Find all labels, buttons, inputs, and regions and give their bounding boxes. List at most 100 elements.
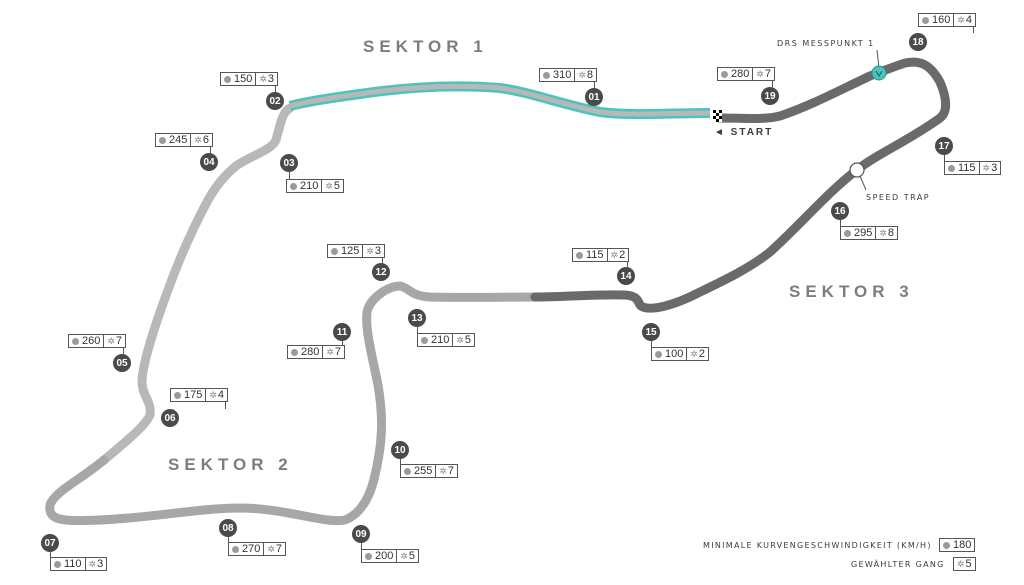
corner-connector bbox=[123, 347, 124, 354]
corner-gear: 7 bbox=[447, 465, 455, 477]
corner-speed: 115 bbox=[586, 249, 604, 261]
corner-19-info-box: 280 ✲7 bbox=[717, 67, 776, 81]
sector-3-label: SEKTOR 3 bbox=[789, 282, 914, 301]
gear-icon: ✲ bbox=[957, 558, 965, 569]
speed-dot-icon bbox=[721, 70, 728, 78]
corner-09-number: 09 bbox=[352, 525, 370, 543]
corner-14-info-box: 115 ✲2 bbox=[572, 248, 630, 262]
corner-07-info-box: 110 ✲3 bbox=[50, 557, 108, 571]
corner-gear: 4 bbox=[217, 389, 225, 401]
corner-01-number: 01 bbox=[585, 88, 603, 106]
corner-06-info-box: 175✲4 bbox=[170, 388, 229, 402]
corner-speed: 280 bbox=[731, 68, 750, 80]
corner-15-info-box: 100✲2 bbox=[651, 347, 710, 361]
corner-speed: 310 bbox=[553, 69, 572, 81]
speed-dot-icon bbox=[331, 247, 338, 255]
speed-trap-label: SPEED TRAP bbox=[866, 193, 931, 202]
corner-speed: 160 bbox=[932, 14, 951, 26]
legend-gear-text: GEWÄHLTER GANG bbox=[851, 560, 945, 569]
corner-gear: 5 bbox=[333, 180, 341, 192]
corner-17-info-box: 115 ✲3 bbox=[944, 161, 1002, 175]
speed-dot-icon bbox=[948, 164, 955, 172]
legend-gear-box: ✲5 bbox=[953, 557, 976, 571]
sector-2-label: SEKTOR 2 bbox=[168, 455, 293, 474]
corner-speed: 200 bbox=[375, 550, 394, 562]
track-sector2 bbox=[45, 281, 540, 526]
corner-gear: 7 bbox=[275, 543, 283, 555]
speed-dot-icon bbox=[576, 251, 583, 259]
corner-gear: 5 bbox=[408, 550, 416, 562]
corner-speed: 255 bbox=[414, 465, 433, 477]
corner-08-number: 08 bbox=[219, 519, 237, 537]
gear-icon: ✲ bbox=[456, 334, 464, 345]
speed-trap-icon bbox=[849, 162, 867, 191]
corner-gear: 3 bbox=[374, 245, 382, 257]
corner-speed: 115 bbox=[958, 162, 976, 174]
corner-connector bbox=[973, 26, 974, 33]
corner-gear: 8 bbox=[887, 227, 895, 239]
speed-dot-icon bbox=[844, 229, 851, 237]
track-sector1-lower bbox=[99, 103, 295, 465]
corner-12-info-box: 125✲3 bbox=[327, 244, 386, 258]
gear-icon: ✲ bbox=[610, 249, 619, 260]
legend-speed-value: 180 bbox=[953, 539, 972, 551]
speed-dot-icon bbox=[404, 467, 411, 475]
speed-dot-icon bbox=[290, 182, 297, 190]
corner-connector bbox=[594, 81, 595, 88]
legend-speed-box: 180 bbox=[939, 538, 976, 552]
corner-16-number: 16 bbox=[831, 202, 849, 220]
speed-dot-icon bbox=[655, 350, 662, 358]
legend-speed-text: MINIMALE KURVENGESCHWINDIGKEIT (KM/H) bbox=[703, 541, 932, 550]
corner-gear: 3 bbox=[991, 162, 998, 174]
corner-03-info-box: 210✲5 bbox=[286, 179, 345, 193]
corner-speed: 295 bbox=[854, 227, 873, 239]
gear-icon: ✲ bbox=[690, 348, 698, 359]
gear-icon: ✲ bbox=[439, 465, 447, 476]
corner-03-number: 03 bbox=[280, 154, 298, 172]
corner-07-number: 07 bbox=[41, 534, 59, 552]
corner-13-info-box: 210✲5 bbox=[417, 333, 476, 347]
speed-dot-icon bbox=[72, 337, 79, 345]
corner-speed: 245 bbox=[169, 134, 188, 146]
corner-connector bbox=[210, 146, 211, 153]
corner-gear: 7 bbox=[115, 335, 123, 347]
corner-gear: 7 bbox=[764, 68, 772, 80]
corner-04-info-box: 245✲6 bbox=[155, 133, 214, 147]
corner-gear: 3 bbox=[97, 558, 104, 570]
speed-dot-icon bbox=[174, 391, 181, 399]
corner-connector bbox=[772, 80, 773, 87]
corner-gear: 5 bbox=[464, 334, 472, 346]
speed-dot-icon bbox=[159, 136, 166, 144]
speed-dot-icon bbox=[291, 348, 298, 356]
start-label: ◄ START bbox=[714, 127, 774, 138]
gear-icon: ✲ bbox=[982, 162, 991, 173]
corner-gear: 6 bbox=[202, 134, 210, 146]
corner-speed: 110 bbox=[64, 558, 82, 570]
gear-icon: ✲ bbox=[107, 335, 115, 346]
corner-14-number: 14 bbox=[617, 267, 635, 285]
corner-gear: 2 bbox=[698, 348, 706, 360]
corner-speed: 125 bbox=[341, 245, 360, 257]
corner-13-number: 13 bbox=[408, 309, 426, 327]
corner-gear: 8 bbox=[586, 69, 594, 81]
corner-gear: 7 bbox=[334, 346, 342, 358]
gear-icon: ✲ bbox=[326, 346, 334, 357]
corner-17-number: 17 bbox=[935, 137, 953, 155]
corner-speed: 280 bbox=[301, 346, 320, 358]
corner-09-info-box: 200✲5 bbox=[361, 549, 420, 563]
gear-icon: ✲ bbox=[88, 558, 97, 569]
corner-connector bbox=[275, 85, 276, 92]
gear-icon: ✲ bbox=[756, 68, 764, 79]
track-drs-outline bbox=[288, 81, 711, 120]
corner-gear: 2 bbox=[619, 249, 626, 261]
gear-icon: ✲ bbox=[325, 180, 333, 191]
gear-icon: ✲ bbox=[259, 73, 267, 84]
corner-05-number: 05 bbox=[113, 354, 131, 372]
speed-dot-icon bbox=[224, 75, 231, 83]
corner-12-number: 12 bbox=[372, 263, 390, 281]
corner-18-number: 18 bbox=[909, 33, 927, 51]
corner-gear: 4 bbox=[965, 14, 973, 26]
corner-10-number: 10 bbox=[391, 441, 409, 459]
corner-speed: 260 bbox=[82, 335, 101, 347]
